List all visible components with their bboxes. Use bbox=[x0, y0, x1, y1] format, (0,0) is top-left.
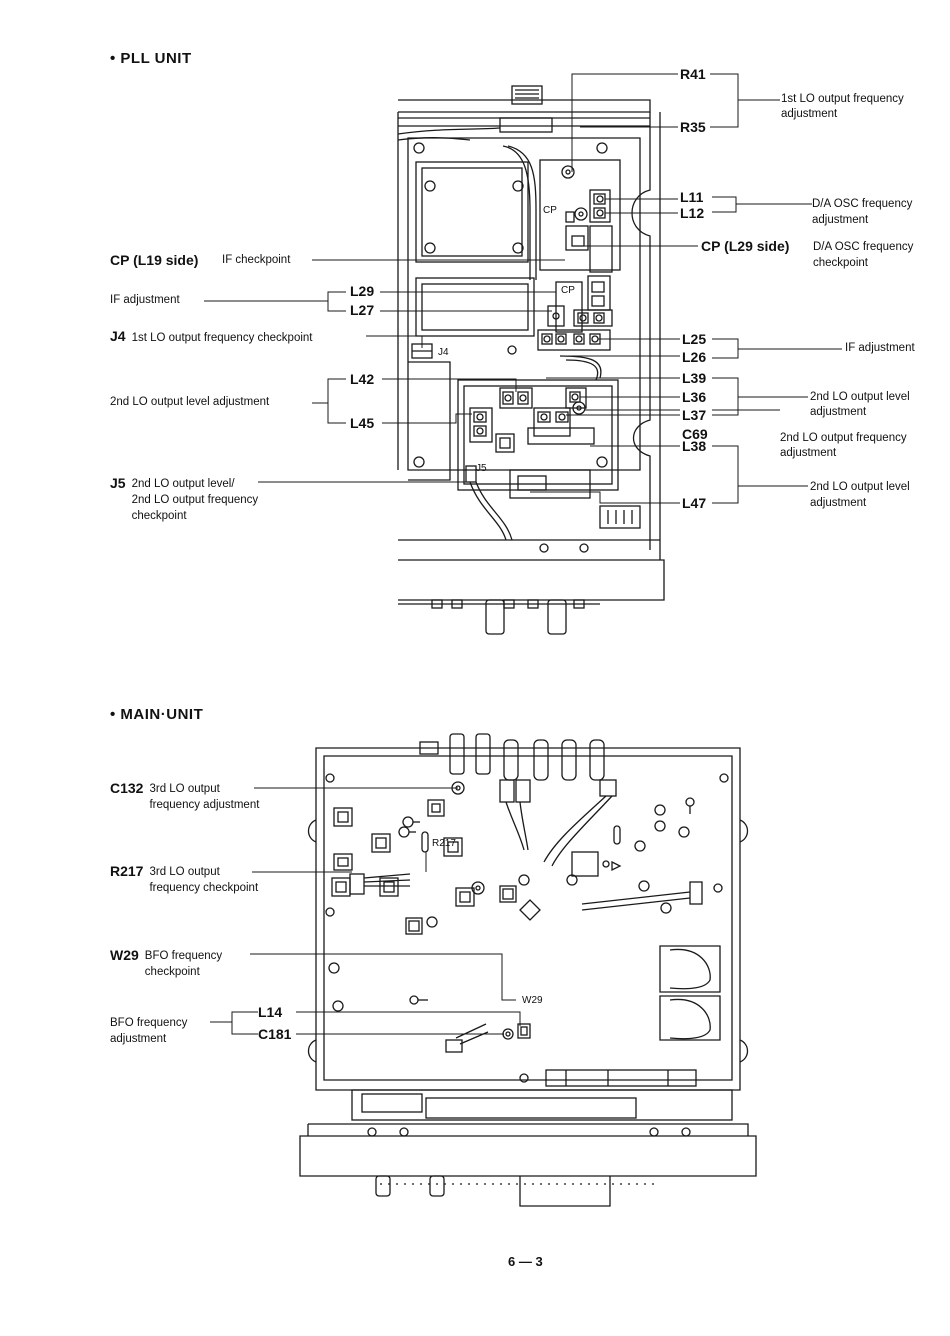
ref-l42: L42 bbox=[350, 371, 375, 387]
note-da-osc-checkpoint: D/A OSC frequency checkpoint bbox=[813, 241, 914, 269]
ref-r41: R41 bbox=[680, 66, 706, 82]
board-label-j4: J4 bbox=[438, 347, 449, 358]
j4-callout: J4 1st LO output frequency checkpoint bbox=[110, 328, 313, 346]
ref-l27: L27 bbox=[350, 302, 375, 318]
ref-w29: W29 bbox=[110, 947, 139, 963]
pll-unit-title: • PLL UNIT bbox=[110, 50, 192, 67]
board-label-w29: W29 bbox=[522, 995, 543, 1006]
ref-l14: L14 bbox=[258, 1004, 283, 1020]
page-number: 6 — 3 bbox=[508, 1254, 543, 1269]
note-2nd-lo-level-adjustment-left: 2nd LO output level adjustment bbox=[110, 396, 270, 408]
ref-r35: R35 bbox=[680, 119, 706, 135]
note-bfo-adjustment: BFO frequency adjustment bbox=[110, 1017, 188, 1045]
board-label-cp-upper: CP bbox=[543, 205, 557, 216]
ref-l11: L11 bbox=[680, 189, 704, 205]
main-leader-lines bbox=[210, 787, 521, 1035]
note-j5-description: 2nd LO output level/ 2nd LO output frequ… bbox=[131, 478, 259, 522]
pll-unit-drawing bbox=[397, 85, 665, 635]
note-1st-lo-adjustment: 1st LO output frequency adjustment bbox=[781, 93, 904, 120]
board-label-j5: J5 bbox=[476, 463, 487, 474]
main-unit-drawing bbox=[299, 733, 757, 1207]
note-da-osc-adjustment: D/A OSC frequency adjustment bbox=[812, 198, 913, 226]
ref-c69: C69 bbox=[682, 426, 708, 442]
note-if-adjustment-right: IF adjustment bbox=[845, 342, 915, 354]
ref-l39: L39 bbox=[682, 370, 707, 386]
board-label-cp-lower: CP bbox=[561, 285, 575, 296]
note-bfo-checkpoint: BFO frequency checkpoint bbox=[144, 950, 223, 978]
board-label-r217: R217 bbox=[432, 838, 456, 849]
ref-l36: L36 bbox=[682, 389, 707, 405]
j5-callout: J5 2nd LO output level/ 2nd LO output fre… bbox=[110, 475, 258, 524]
ref-r217: R217 bbox=[110, 863, 144, 879]
ref-l47: L47 bbox=[682, 495, 707, 511]
note-2nd-lo-frequency-adjustment: 2nd LO output frequency adjustment bbox=[780, 432, 907, 459]
note-if-checkpoint: IF checkpoint bbox=[222, 254, 291, 266]
note-1st-lo-checkpoint: 1st LO output frequency checkpoint bbox=[131, 332, 313, 344]
ref-l12: L12 bbox=[680, 205, 705, 221]
note-2nd-lo-level-adjustment-right-1: 2nd LO output level adjustment bbox=[810, 391, 910, 418]
note-3rd-lo-adjustment: 3rd LO output frequency adjustment bbox=[149, 783, 260, 811]
ref-l45: L45 bbox=[350, 415, 375, 431]
note-2nd-lo-level-adjustment-right-2: 2nd LO output level adjustment bbox=[810, 481, 910, 509]
r217-callout: R217 3rd LO output frequency checkpoint bbox=[110, 863, 258, 896]
ref-l26: L26 bbox=[682, 349, 707, 365]
note-if-adjustment-left: IF adjustment bbox=[110, 294, 180, 306]
ref-j4: J4 bbox=[110, 328, 126, 344]
w29-callout: W29 BFO frequency checkpoint bbox=[110, 947, 222, 980]
main-unit-title: • MAIN·UNIT bbox=[110, 706, 204, 723]
ref-cp-l19-side: CP (L19 side) bbox=[110, 252, 199, 268]
c132-callout: C132 3rd LO output frequency adjustment bbox=[110, 780, 259, 813]
ref-l29: L29 bbox=[350, 283, 375, 299]
ref-c181: C181 bbox=[258, 1026, 292, 1042]
ref-l38: L38 bbox=[682, 438, 707, 454]
ref-j5: J5 bbox=[110, 475, 126, 491]
ref-c132: C132 bbox=[110, 780, 144, 796]
ref-l25: L25 bbox=[682, 331, 707, 347]
pll-leader-lines bbox=[204, 73, 842, 504]
note-3rd-lo-checkpoint: 3rd LO output frequency checkpoint bbox=[149, 866, 259, 894]
ref-cp-l29-side: CP (L29 side) bbox=[701, 238, 790, 254]
ref-l37: L37 bbox=[682, 407, 707, 423]
